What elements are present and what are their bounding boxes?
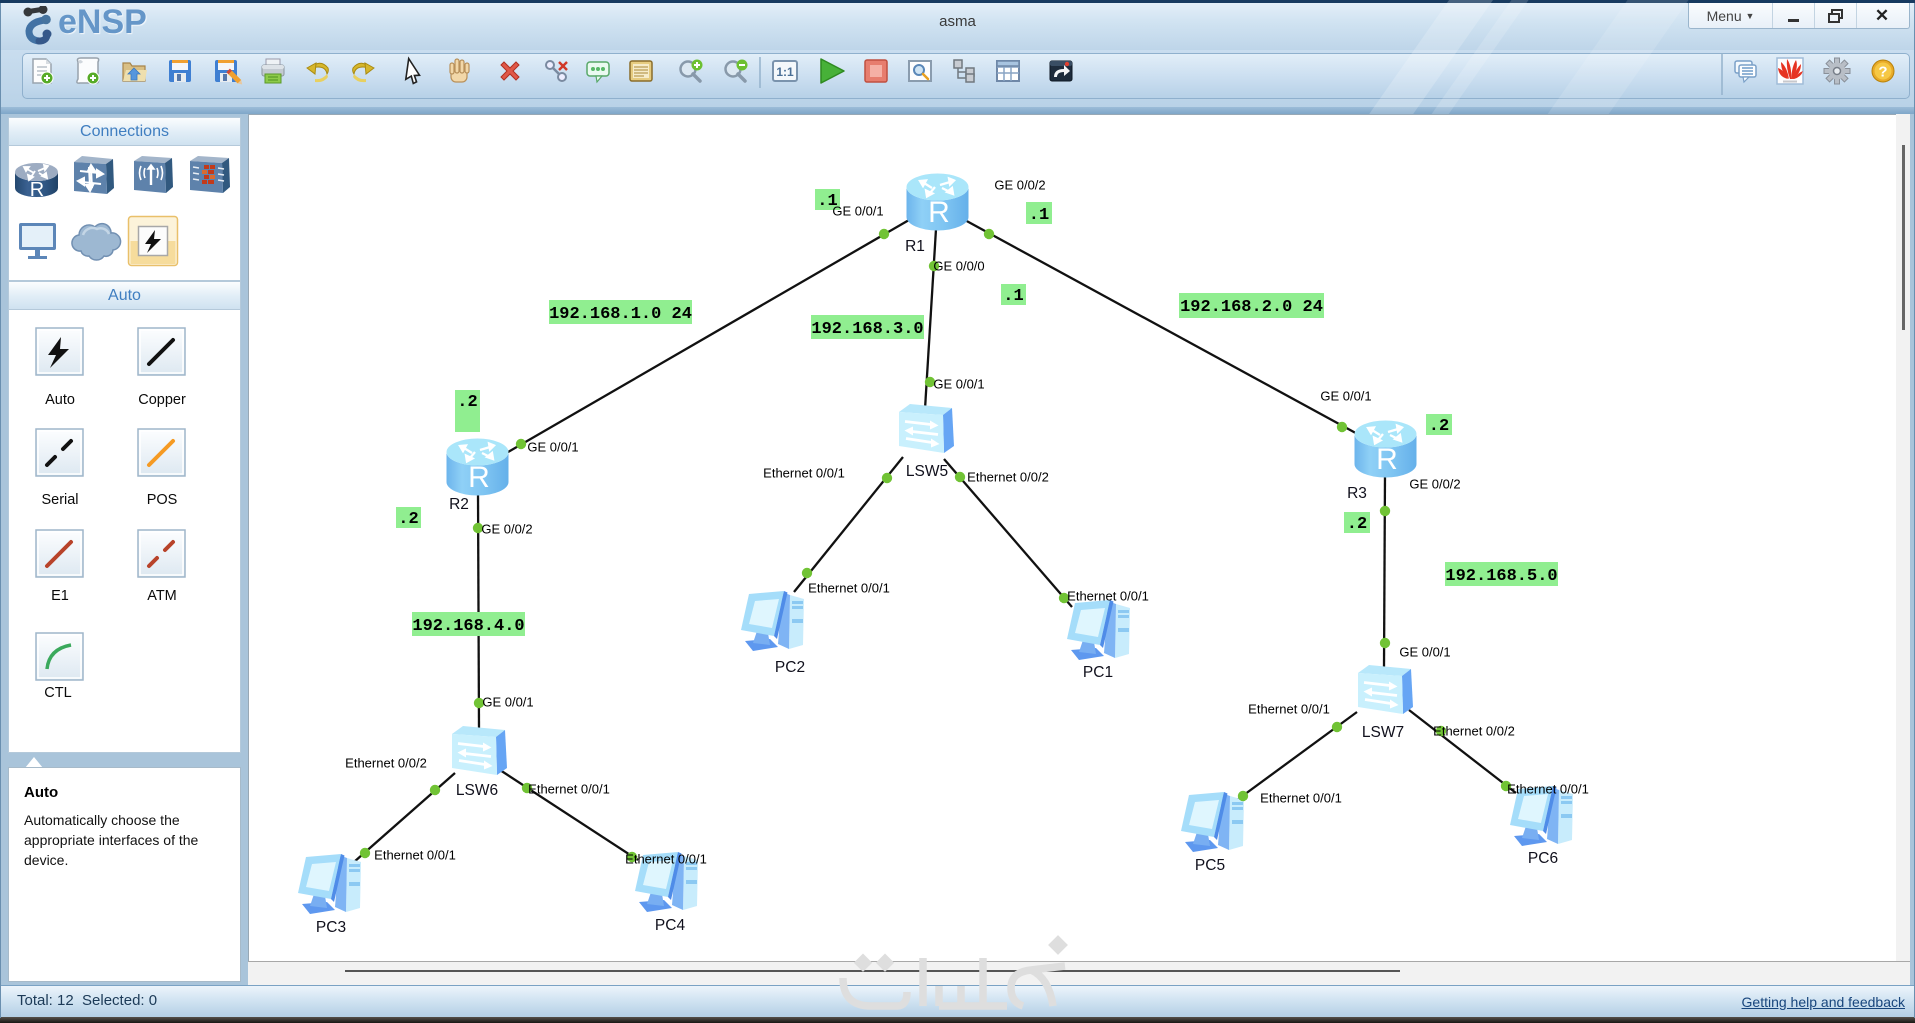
svg-text:192.168.3.0: 192.168.3.0 xyxy=(811,320,923,339)
svg-text:.2: .2 xyxy=(1347,515,1367,534)
svg-text:.2: .2 xyxy=(1429,417,1449,436)
svg-text:.1: .1 xyxy=(1029,206,1049,225)
svg-text:R2: R2 xyxy=(449,496,469,513)
svg-text:1:1: 1:1 xyxy=(776,65,794,79)
svg-text:ATM: ATM xyxy=(147,588,177,604)
svg-text:GE 0/0/2: GE 0/0/2 xyxy=(1409,477,1460,492)
svg-text:192.168.5.0: 192.168.5.0 xyxy=(1445,567,1557,586)
svg-text:Ethernet 0/0/1: Ethernet 0/0/1 xyxy=(1248,702,1330,717)
svg-text:GE 0/0/0: GE 0/0/0 xyxy=(933,259,984,274)
svg-text:Ethernet 0/0/1: Ethernet 0/0/1 xyxy=(1260,791,1342,806)
svg-text:Ethernet 0/0/1: Ethernet 0/0/1 xyxy=(625,852,707,867)
svg-text:Ethernet 0/0/1: Ethernet 0/0/1 xyxy=(528,782,610,797)
svg-text:PC3: PC3 xyxy=(316,919,346,936)
svg-text:POS: POS xyxy=(147,492,178,508)
svg-text:Auto: Auto xyxy=(45,392,75,408)
svg-text:PC2: PC2 xyxy=(775,659,805,676)
svg-text:Ethernet 0/0/2: Ethernet 0/0/2 xyxy=(1433,724,1515,739)
svg-text:PC4: PC4 xyxy=(655,917,686,934)
svg-text:192.168.4.0: 192.168.4.0 xyxy=(412,617,524,636)
svg-text:Ethernet 0/0/1: Ethernet 0/0/1 xyxy=(763,466,845,481)
svg-text:GE 0/0/1: GE 0/0/1 xyxy=(1399,645,1450,660)
svg-text:LSW7: LSW7 xyxy=(1362,724,1404,741)
svg-text:Ethernet 0/0/1: Ethernet 0/0/1 xyxy=(1507,782,1589,797)
svg-text:Ethernet 0/0/1: Ethernet 0/0/1 xyxy=(1067,589,1149,604)
svg-text:Ethernet 0/0/2: Ethernet 0/0/2 xyxy=(967,470,1049,485)
svg-text:R: R xyxy=(30,179,44,201)
svg-text:R3: R3 xyxy=(1347,485,1367,502)
svg-text:PC1: PC1 xyxy=(1083,664,1113,681)
svg-text:Ethernet 0/0/2: Ethernet 0/0/2 xyxy=(345,756,427,771)
svg-text:GE 0/0/1: GE 0/0/1 xyxy=(482,695,533,710)
svg-text:GE 0/0/1: GE 0/0/1 xyxy=(832,204,883,219)
svg-text:GE 0/0/2: GE 0/0/2 xyxy=(994,178,1045,193)
svg-text:CTL: CTL xyxy=(44,685,71,701)
svg-text:GE 0/0/1: GE 0/0/1 xyxy=(1320,389,1371,404)
svg-text:R1: R1 xyxy=(905,238,925,255)
svg-text:.2: .2 xyxy=(398,510,418,529)
svg-text:E1: E1 xyxy=(51,588,69,604)
svg-text:GE 0/0/2: GE 0/0/2 xyxy=(481,522,532,537)
svg-text:192.168.1.0 24: 192.168.1.0 24 xyxy=(549,305,692,324)
svg-text:Copper: Copper xyxy=(138,392,186,408)
svg-text:PC5: PC5 xyxy=(1195,857,1225,874)
svg-text:?: ? xyxy=(1878,64,1887,81)
svg-text:GE 0/0/1: GE 0/0/1 xyxy=(933,377,984,392)
svg-text:PC6: PC6 xyxy=(1528,850,1558,867)
svg-text:192.168.2.0 24: 192.168.2.0 24 xyxy=(1180,298,1323,317)
svg-text:GE 0/0/1: GE 0/0/1 xyxy=(527,440,578,455)
svg-text:Serial: Serial xyxy=(41,492,78,508)
svg-text:LSW6: LSW6 xyxy=(456,782,498,799)
svg-text:LSW5: LSW5 xyxy=(906,463,948,480)
svg-text:.2: .2 xyxy=(457,393,477,412)
svg-text:Ethernet 0/0/1: Ethernet 0/0/1 xyxy=(374,848,456,863)
svg-text:Ethernet 0/0/1: Ethernet 0/0/1 xyxy=(808,581,890,596)
svg-text:.1: .1 xyxy=(817,192,837,211)
svg-text:.1: .1 xyxy=(1003,287,1023,306)
